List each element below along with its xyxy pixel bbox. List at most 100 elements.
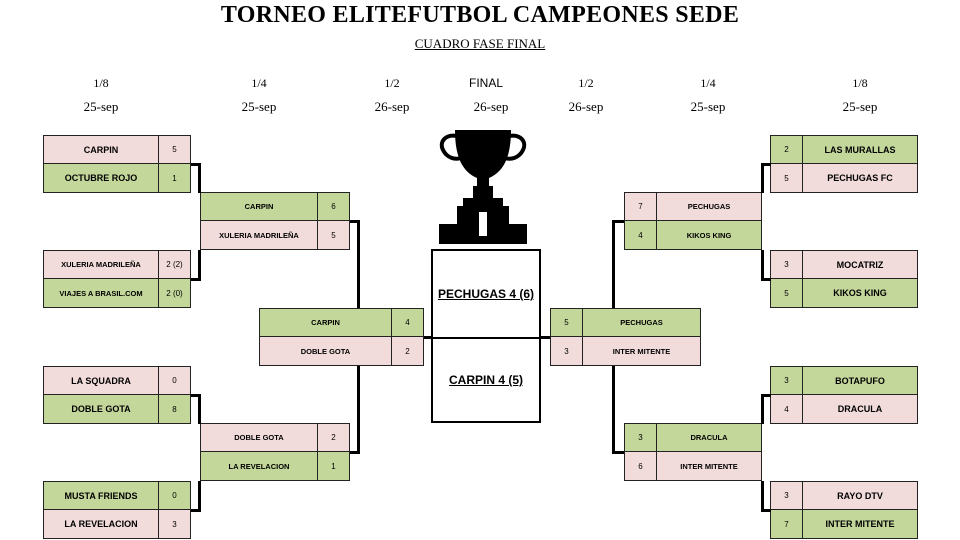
right-r16-team: RAYO DTV <box>802 481 918 510</box>
left-r16-team: MUSTA FRIENDS <box>43 481 159 510</box>
round-date-final: 26-sep <box>473 99 509 114</box>
left-qf-score: 6 <box>317 192 350 221</box>
left-qf-score: 1 <box>317 451 350 481</box>
right-r16-score: 7 <box>770 509 803 539</box>
bracket-line <box>761 394 764 424</box>
left-qf-team: LA REVELACION <box>200 451 318 481</box>
bracket-line <box>350 451 360 454</box>
round-label-left-sf: 1/2 <box>384 76 400 90</box>
bracket-line <box>424 336 432 339</box>
round-date-right-qf: 25-sep <box>690 99 726 114</box>
left-sf-team: CARPIN <box>259 308 392 337</box>
right-qf-score: 6 <box>624 451 657 481</box>
final-bottom-box: CARPIN 4 (5) <box>431 337 541 423</box>
right-r16-score: 3 <box>770 366 803 395</box>
right-sf-team: PECHUGAS <box>582 308 701 337</box>
final-top-box: PECHUGAS 4 (6) <box>431 249 541 339</box>
left-qf-score: 2 <box>317 423 350 452</box>
bracket-line <box>612 366 615 454</box>
right-qf-team: DRACULA <box>656 423 762 452</box>
right-sf-score: 5 <box>550 308 583 337</box>
left-r16-score: 2 (2) <box>158 250 191 279</box>
round-label-left-qf: 1/4 <box>251 76 267 90</box>
right-sf-score: 3 <box>550 336 583 366</box>
right-sf-team: INTER MITENTE <box>582 336 701 366</box>
round-label-right-r16: 1/8 <box>852 76 868 90</box>
right-qf-team: KIKOS KING <box>656 220 762 250</box>
left-r16-score: 3 <box>158 509 191 539</box>
bracket-line <box>191 394 201 397</box>
right-r16-team: MOCATRIZ <box>802 250 918 279</box>
left-r16-team: OCTUBRE ROJO <box>43 163 159 193</box>
bracket-line <box>357 366 360 454</box>
left-r16-team: XULERIA MADRILEÑA <box>43 250 159 279</box>
right-qf-team: INTER MITENTE <box>656 451 762 481</box>
left-r16-team: LA REVELACION <box>43 509 159 539</box>
left-sf-score: 4 <box>391 308 424 337</box>
round-date-left-qf: 25-sep <box>241 99 277 114</box>
bracket-line <box>191 278 201 281</box>
left-r16-score: 2 (0) <box>158 278 191 308</box>
subtitle-text: CUADRO FASE FINAL <box>414 36 546 51</box>
bracket-line <box>350 220 360 223</box>
trophy-icon <box>439 130 527 244</box>
round-date-right-r16: 25-sep <box>842 99 878 114</box>
bracket-line <box>198 163 201 193</box>
bracket-line <box>761 394 771 397</box>
left-r16-team: CARPIN <box>43 135 159 164</box>
left-r16-score: 0 <box>158 481 191 510</box>
right-qf-score: 4 <box>624 220 657 250</box>
bracket-line <box>191 163 201 166</box>
bracket-line <box>612 220 615 308</box>
right-r16-score: 5 <box>770 278 803 308</box>
left-qf-team: CARPIN <box>200 192 318 221</box>
left-qf-team: XULERIA MADRILEÑA <box>200 220 318 250</box>
bracket-line <box>191 509 201 512</box>
bracket-line <box>761 163 764 193</box>
right-r16-team: BOTAPUFO <box>802 366 918 395</box>
round-label-right-qf: 1/4 <box>700 76 716 90</box>
round-label-left-r16: 1/8 <box>93 76 109 90</box>
right-r16-score: 2 <box>770 135 803 164</box>
page-subtitle: CUADRO FASE FINAL <box>0 36 960 52</box>
left-sf-team: DOBLE GOTA <box>259 336 392 366</box>
bracket-line <box>761 509 771 512</box>
right-r16-score: 4 <box>770 394 803 424</box>
right-r16-score: 5 <box>770 163 803 193</box>
bracket-line <box>761 481 764 511</box>
left-r16-team: LA SQUADRA <box>43 366 159 395</box>
right-r16-team: DRACULA <box>802 394 918 424</box>
left-r16-score: 0 <box>158 366 191 395</box>
round-date-left-sf: 26-sep <box>374 99 410 114</box>
round-date-right-sf: 26-sep <box>568 99 604 114</box>
right-r16-score: 3 <box>770 481 803 510</box>
left-r16-score: 5 <box>158 135 191 164</box>
bracket-line <box>198 394 201 424</box>
bracket-line <box>198 481 201 511</box>
round-date-left-r16: 25-sep <box>83 99 119 114</box>
bracket-line <box>541 336 550 339</box>
left-qf-team: DOBLE GOTA <box>200 423 318 452</box>
right-r16-team: PECHUGAS FC <box>802 163 918 193</box>
round-label-right-sf: 1/2 <box>578 76 594 90</box>
final-bottom-result: CARPIN 4 (5) <box>448 373 523 387</box>
bracket-line <box>198 250 201 280</box>
right-r16-team: KIKOS KING <box>802 278 918 308</box>
left-r16-team: DOBLE GOTA <box>43 394 159 424</box>
left-r16-score: 8 <box>158 394 191 424</box>
right-qf-score: 7 <box>624 192 657 221</box>
right-r16-score: 3 <box>770 250 803 279</box>
bracket-line <box>357 220 360 308</box>
left-r16-score: 1 <box>158 163 191 193</box>
right-qf-score: 3 <box>624 423 657 452</box>
left-qf-score: 5 <box>317 220 350 250</box>
left-r16-team: VIAJES A BRASIL.COM <box>43 278 159 308</box>
bracket-line <box>761 250 764 280</box>
bracket-line <box>761 163 771 166</box>
bracket-line <box>761 278 771 281</box>
right-r16-team: INTER MITENTE <box>802 509 918 539</box>
bracket-line <box>612 451 624 454</box>
bracket-line <box>612 220 624 223</box>
page-title: TORNEO ELITEFUTBOL CAMPEONES SEDE <box>220 2 740 28</box>
final-top-result: PECHUGAS 4 (6) <box>437 287 535 301</box>
